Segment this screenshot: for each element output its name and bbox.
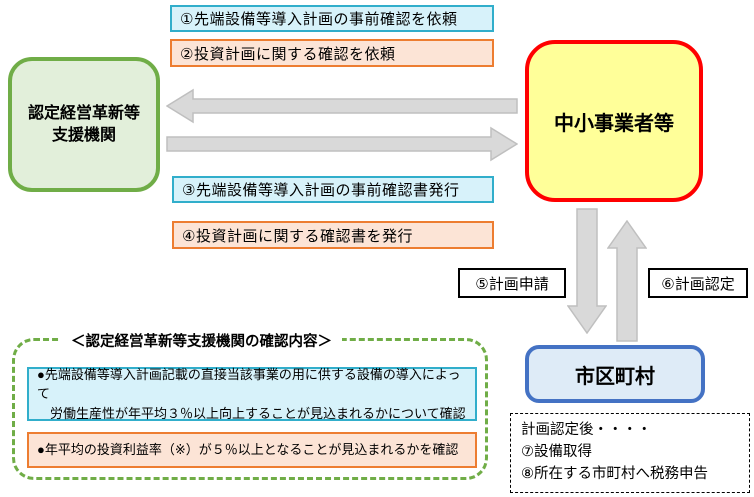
label-step5-plan-application: ⑤計画申請 — [458, 268, 566, 298]
confirmation-panel: ＜認定経営革新等支援機関の確認内容＞ ●先端設備等導入計画記載の直接当該事業の用… — [12, 330, 488, 480]
support-org-name-line2: 支援機関 — [51, 126, 116, 144]
post-approval-line2: ⑦設備取得 — [521, 443, 592, 460]
support-org-name-line1: 認定経営革新等 — [27, 104, 140, 122]
label-step3-precheck-issue: ③先端設備等導入計画の事前確認書発行 — [172, 176, 494, 203]
arrow-right-issue-icon — [166, 126, 518, 162]
label-step1-precheck-request: ①先端設備等導入計画の事前確認を依頼 — [170, 5, 494, 32]
label-step4-confirmation-issue: ④投資計画に関する確認書を発行 — [172, 221, 494, 249]
confirmation-item2-text: ●年平均の投資利益率（※）が５％以上となることが見込まれるかを確認 — [37, 442, 459, 458]
confirmation-item-roi: ●年平均の投資利益率（※）が５％以上となることが見込まれるかを確認 — [27, 432, 477, 468]
arrow-left-request-icon — [166, 88, 518, 124]
sme-name: 中小事業者等 — [554, 112, 674, 135]
post-approval-line3: ⑧所在する市町村へ税務申告 — [521, 465, 708, 482]
confirmation-panel-title: ＜認定経営革新等支援機関の確認内容＞ — [61, 330, 342, 351]
label-step6-plan-approval: ⑥計画認定 — [648, 268, 748, 298]
arrow-down-application-icon — [567, 208, 607, 334]
node-support-organization: 認定経営革新等 支援機関 — [8, 57, 160, 192]
confirmation-item1-line1: ●先端設備等導入計画記載の直接当該事業の用に供する設備の導入によって — [37, 366, 461, 402]
post-approval-line1: 計画認定後・・・・ — [521, 422, 652, 438]
arrow-up-approval-icon — [607, 220, 647, 342]
label-step2-investment-check-request: ②投資計画に関する確認を依頼 — [170, 39, 494, 67]
post-approval-note: 計画認定後・・・・ ⑦設備取得 ⑧所在する市町村へ税務申告 — [510, 413, 750, 493]
node-sme: 中小事業者等 — [525, 40, 703, 202]
confirmation-item-productivity: ●先端設備等導入計画記載の直接当該事業の用に供する設備の導入によって 労働生産性… — [27, 367, 477, 421]
confirmation-item1-line2: 労働生産性が年平均３％以上向上することが見込まれるかについて確認 — [50, 405, 466, 421]
municipality-name: 市区町村 — [575, 365, 655, 388]
node-municipality: 市区町村 — [525, 345, 705, 403]
